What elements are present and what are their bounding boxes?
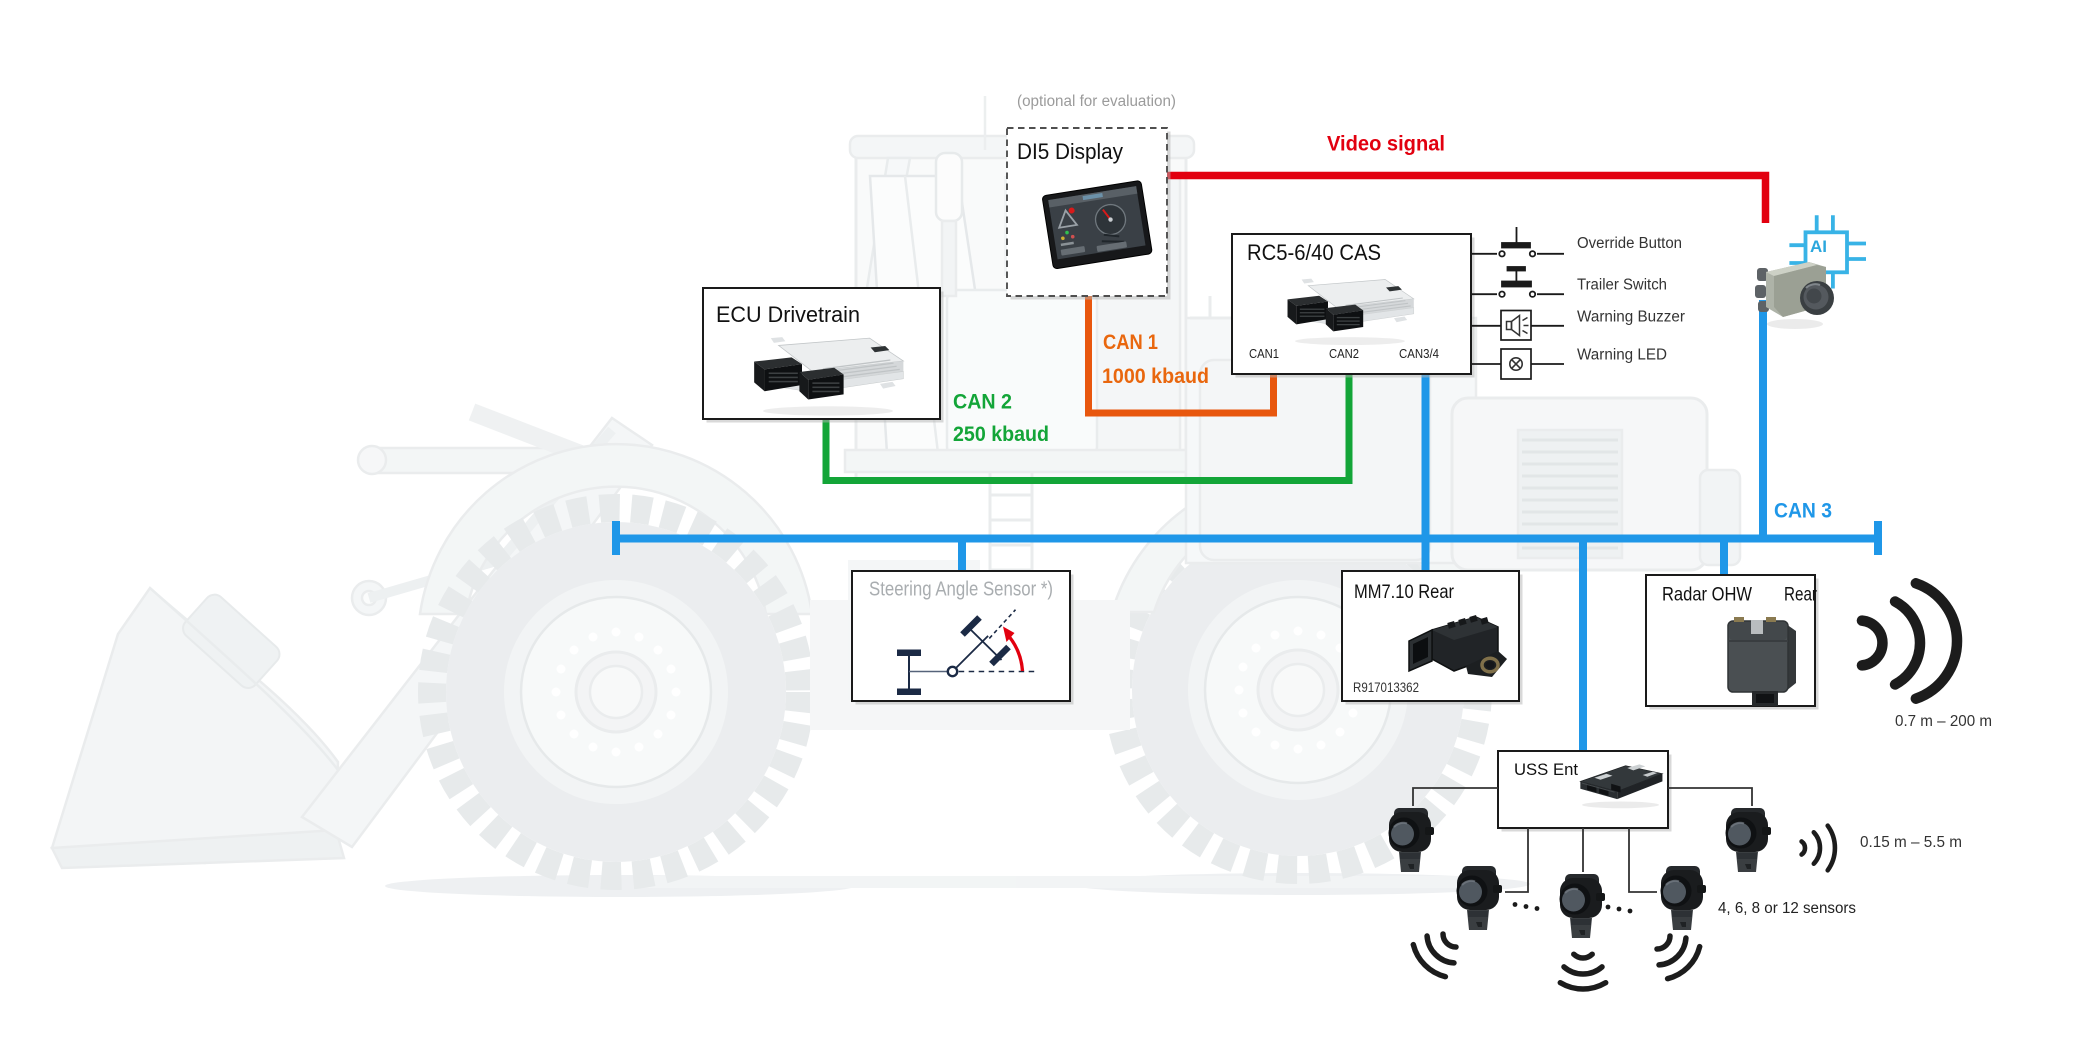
svg-text:Trailer Switch: Trailer Switch — [1577, 277, 1667, 294]
svg-text:Warning LED: Warning LED — [1577, 347, 1667, 364]
svg-text:CAN 3: CAN 3 — [1774, 500, 1832, 523]
svg-text:Video signal: Video signal — [1327, 133, 1445, 156]
svg-text:0.7 m – 200 m: 0.7 m – 200 m — [1895, 713, 1992, 730]
svg-text:ECU Drivetrain: ECU Drivetrain — [716, 302, 860, 327]
svg-text:4, 6, 8 or 12 sensors: 4, 6, 8 or 12 sensors — [1718, 900, 1856, 917]
svg-text:Rear: Rear — [1784, 584, 1817, 606]
svg-text:R917013362: R917013362 — [1353, 679, 1419, 695]
svg-text:Warning Buzzer: Warning Buzzer — [1577, 309, 1685, 326]
svg-text:CAN 2: CAN 2 — [953, 391, 1012, 414]
svg-text:USS Ent: USS Ent — [1514, 760, 1578, 779]
svg-text:(optional for evaluation): (optional for evaluation) — [1017, 93, 1176, 110]
svg-text:Override Button: Override Button — [1577, 235, 1682, 252]
svg-text:MM7.10 Rear: MM7.10 Rear — [1354, 581, 1454, 603]
svg-text:250 kbaud: 250 kbaud — [953, 423, 1049, 446]
svg-text:CAN 1: CAN 1 — [1103, 331, 1158, 354]
svg-text:RC5-6/40 CAS: RC5-6/40 CAS — [1247, 240, 1381, 265]
svg-text:CAN1: CAN1 — [1249, 346, 1279, 361]
svg-text:DI5 Display: DI5 Display — [1017, 139, 1123, 164]
svg-text:1000 kbaud: 1000 kbaud — [1102, 365, 1209, 388]
svg-text:CAN3/4: CAN3/4 — [1399, 346, 1439, 361]
svg-text:0.15 m – 5.5 m: 0.15 m – 5.5 m — [1860, 834, 1962, 851]
svg-text:Steering Angle Sensor *): Steering Angle Sensor *) — [869, 579, 1053, 601]
svg-text:AI: AI — [1810, 237, 1827, 256]
svg-text:Radar OHW: Radar OHW — [1662, 584, 1753, 606]
svg-text:CAN2: CAN2 — [1329, 346, 1359, 361]
